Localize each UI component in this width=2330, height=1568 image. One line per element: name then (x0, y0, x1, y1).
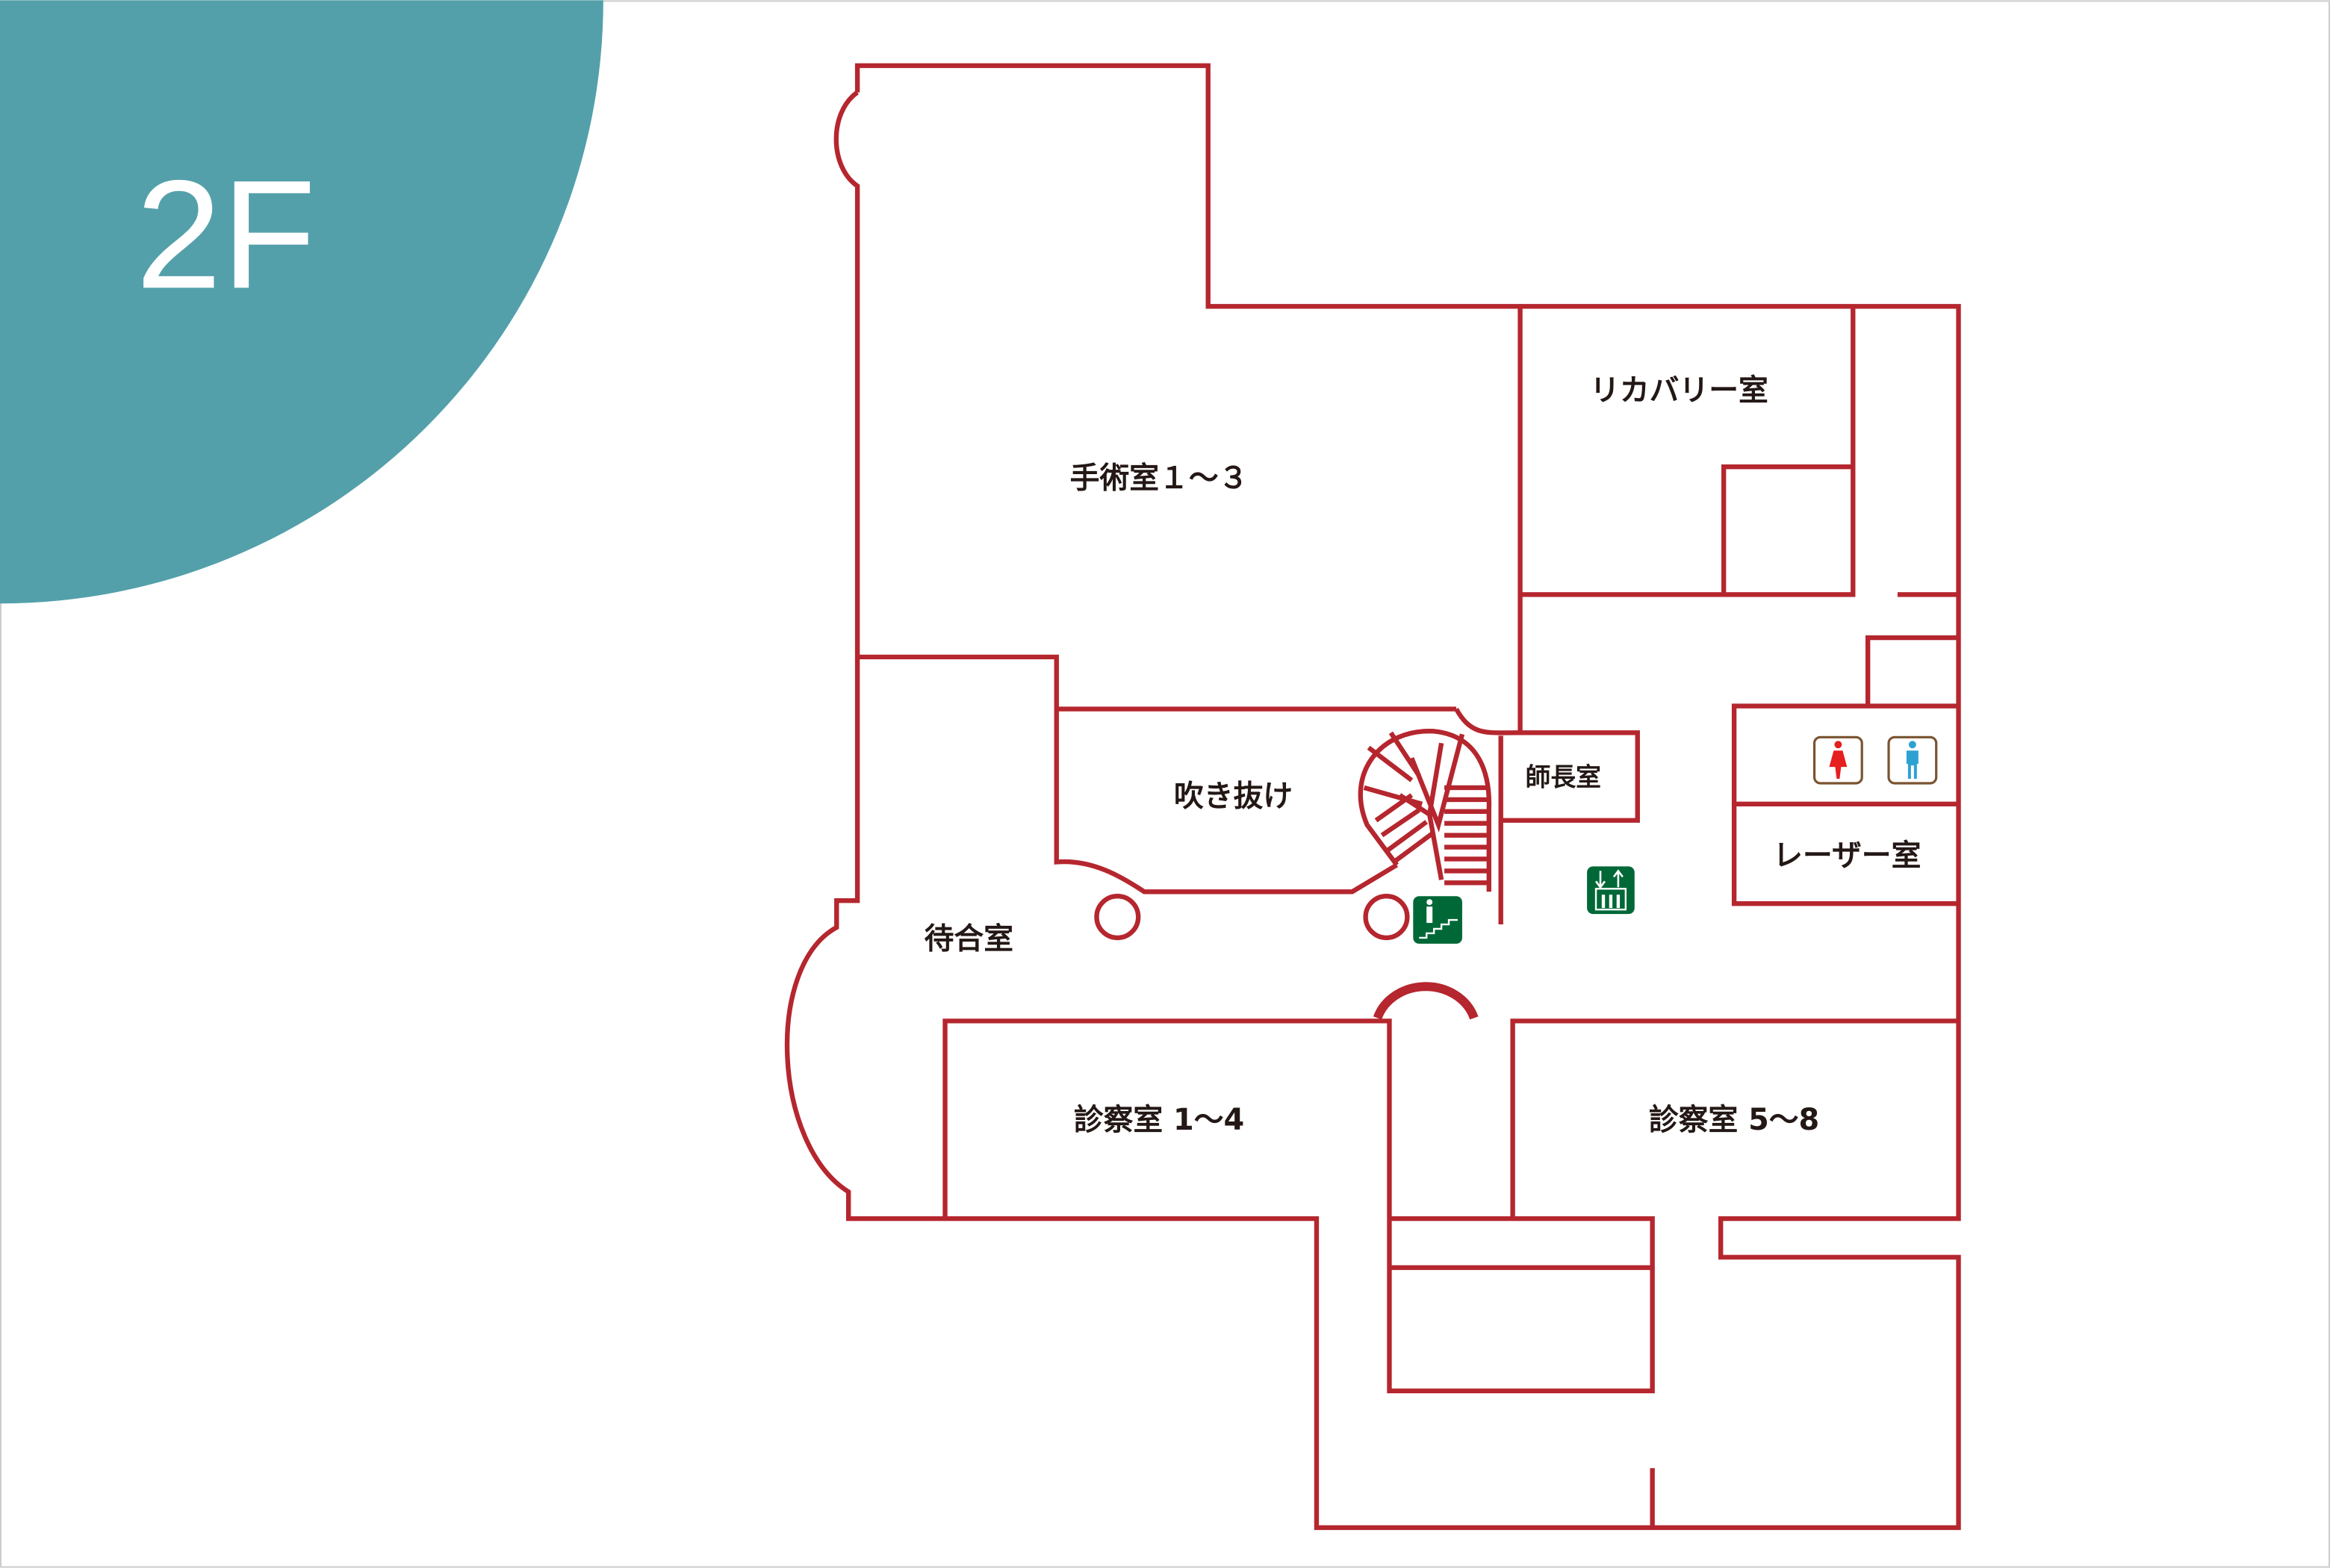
pillar (1094, 894, 1141, 941)
room-surgery: 手術室１～３ (1070, 461, 1249, 496)
room-exam-1-4: 診察室 1～4 (1074, 1103, 1244, 1137)
room-atrium: 吹き抜け (1174, 779, 1293, 813)
room-head-nurse: 師長室 (1526, 763, 1601, 792)
female-toilet-icon (1812, 735, 1863, 785)
walls (784, 63, 1961, 1531)
pillar (1363, 894, 1410, 941)
room-recovery: リカバリー室 (1590, 373, 1768, 408)
floor-badge (0, 0, 603, 604)
door-arc (1373, 982, 1479, 1020)
male-toilet-icon (1887, 735, 1938, 785)
stairs-icon (1413, 896, 1462, 944)
room-waiting: 待合室 (925, 921, 1013, 956)
room-exam-5-8: 診察室 5～8 (1649, 1103, 1819, 1137)
elevator-icon (1587, 866, 1635, 915)
floor-label: 2F (136, 148, 316, 320)
room-laser: レーザー室 (1773, 839, 1921, 873)
spiral-staircase (1358, 729, 1492, 892)
